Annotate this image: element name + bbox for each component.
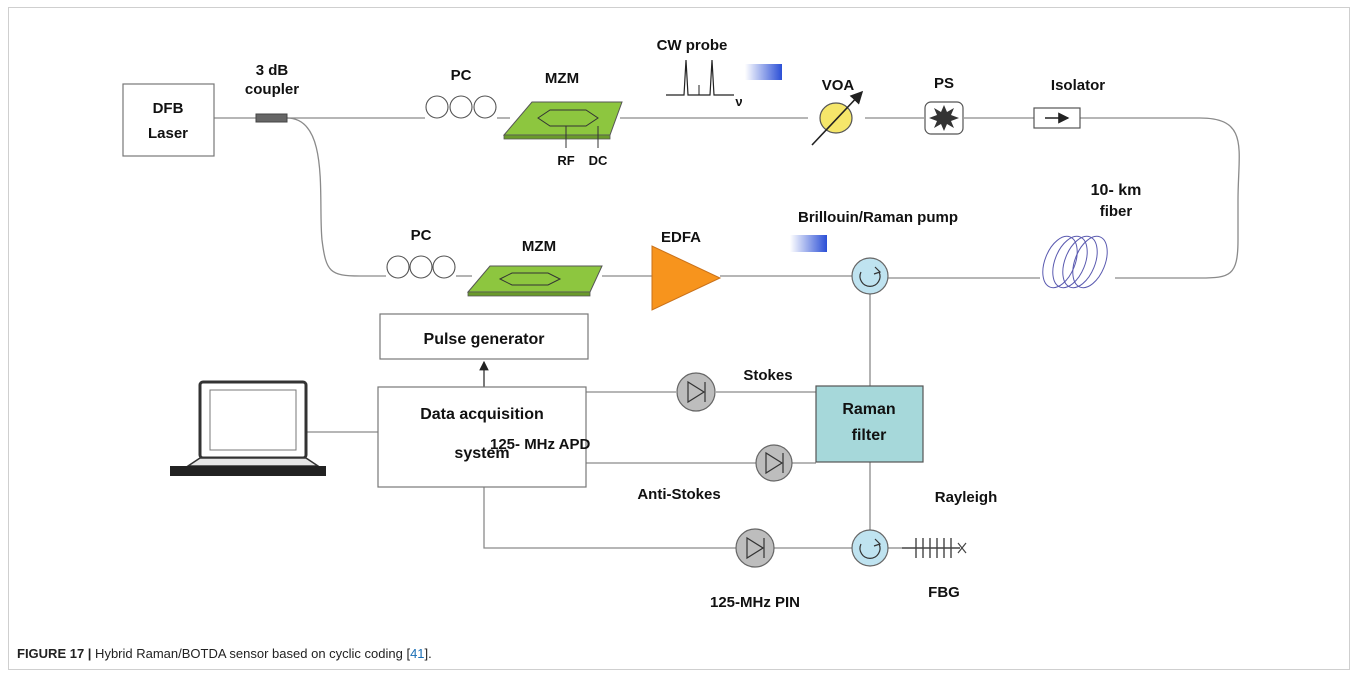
mzm-top-label: MZM: [545, 70, 579, 87]
raman-filter-label-line1: Raman: [842, 401, 895, 418]
daq-label-line2: system: [454, 445, 509, 462]
probe-frequency-marker: [745, 64, 782, 80]
edfa-amplifier: [651, 245, 722, 311]
rayleigh-photodetector: [735, 528, 775, 568]
coupler-label-line2: coupler: [245, 81, 299, 98]
apd-label: 125- MHz APD: [490, 436, 590, 453]
dc-label: DC: [589, 153, 608, 168]
pulse-generator-label: Pulse generator: [424, 331, 545, 348]
fbg-grating: [902, 538, 967, 558]
raman-filter: Raman filter: [815, 385, 924, 463]
rayleigh-label: Rayleigh: [935, 489, 998, 506]
isolator-label: Isolator: [1051, 77, 1105, 94]
fiber-label-line2: fiber: [1100, 203, 1133, 220]
caption-text: Hybrid Raman/BOTDA sensor based on cycli…: [91, 646, 411, 661]
mzm-bottom: [466, 265, 603, 297]
cw-probe-label: CW probe: [657, 37, 728, 54]
ps-label: PS: [934, 75, 954, 92]
fbg-label: FBG: [928, 584, 960, 601]
polarization-scrambler: [924, 101, 964, 135]
edfa-label: EDFA: [661, 229, 701, 246]
pump-frequency-marker: [790, 235, 827, 252]
figure-number: FIGURE 17 |: [17, 646, 92, 661]
laptop-icon: [170, 380, 326, 476]
fiber-lines: [214, 117, 1240, 549]
dfb-label-line2: Laser: [148, 125, 188, 142]
polarization-controller-bottom: [386, 255, 456, 279]
isolator: [1033, 107, 1081, 129]
circulator-bottom: [851, 529, 889, 567]
pc-top-label: PC: [451, 67, 472, 84]
pulse-generator: Pulse generator: [379, 313, 589, 360]
cw-probe-spectrum: [666, 59, 782, 96]
coupler-label-line1: 3 dB: [256, 62, 289, 79]
stokes-photodetector: [676, 372, 716, 412]
fiber-label-line1: 10- km: [1091, 182, 1142, 199]
anti-stokes-photodetector: [755, 444, 793, 482]
figure-frame: [8, 7, 1350, 670]
frequency-symbol: ν: [735, 94, 742, 109]
figure-caption: FIGURE 17 | Hybrid Raman/BOTDA sensor ba…: [17, 646, 432, 661]
anti-stokes-label: Anti-Stokes: [637, 486, 720, 503]
pin-label: 125-MHz PIN: [710, 594, 800, 611]
caption-end: ].: [424, 646, 432, 661]
mzm-bottom-label: MZM: [522, 238, 556, 255]
voa-label: VOA: [822, 77, 855, 94]
circulator-top: [851, 257, 889, 295]
raman-filter-label-line2: filter: [852, 427, 887, 444]
coupler: 3 dB coupler: [245, 62, 299, 123]
dfb-laser: DFB Laser: [122, 83, 215, 157]
data-acquisition-system: Data acquisition system: [377, 386, 587, 488]
voa: [811, 90, 864, 146]
pc-bottom-label: PC: [411, 227, 432, 244]
rf-label: RF: [557, 153, 574, 168]
polarization-controller-top: [425, 95, 497, 119]
reference-link[interactable]: 41: [410, 646, 425, 661]
pump-label: Brillouin/Raman pump: [798, 209, 958, 226]
mzm-top: [502, 101, 623, 148]
dfb-label-line1: DFB: [153, 100, 184, 117]
stokes-label: Stokes: [743, 367, 792, 384]
daq-label-line1: Data acquisition: [420, 406, 544, 423]
fiber-spool: [1042, 235, 1108, 289]
